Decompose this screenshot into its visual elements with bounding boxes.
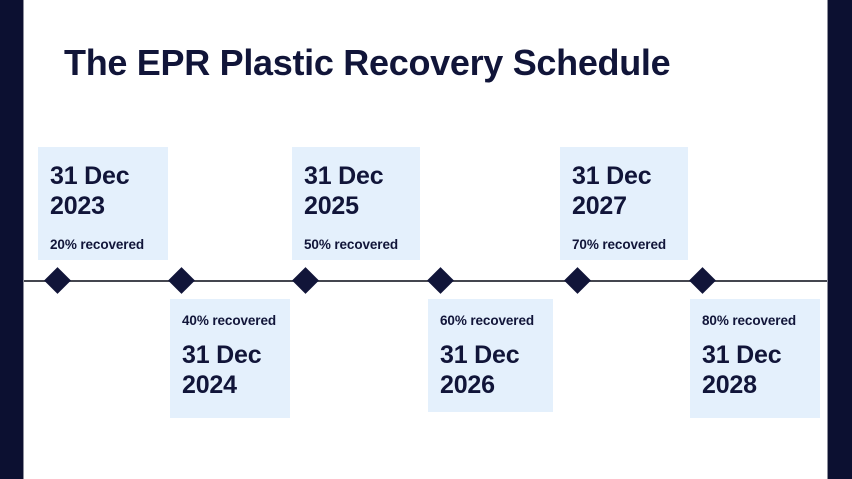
timeline-axis <box>24 280 827 282</box>
milestone-percent: 40% recovered <box>182 313 277 328</box>
timeline-marker-6 <box>689 267 716 294</box>
milestone-date: 31 Dec 2028 <box>702 341 782 399</box>
milestone-date: 31 Dec 2023 <box>50 162 130 220</box>
milestone-card-2025: 31 Dec 2025 50% recovered <box>292 147 420 260</box>
timeline-marker-3 <box>292 267 319 294</box>
milestone-percent: 70% recovered <box>572 237 667 252</box>
left-edge-band <box>0 0 23 479</box>
milestone-percent: 20% recovered <box>50 237 145 252</box>
milestone-date: 31 Dec 2026 <box>440 341 520 399</box>
milestone-card-2023: 31 Dec 2023 20% recovered <box>38 147 168 260</box>
right-edge-rule <box>827 0 828 479</box>
milestone-date: 31 Dec 2025 <box>304 162 384 220</box>
page-title: The EPR Plastic Recovery Schedule <box>64 42 671 83</box>
milestone-date: 31 Dec 2024 <box>182 341 262 399</box>
milestone-percent: 80% recovered <box>702 313 797 328</box>
milestone-card-2027: 31 Dec 2027 70% recovered <box>560 147 688 260</box>
milestone-percent: 60% recovered <box>440 313 535 328</box>
timeline-marker-4 <box>427 267 454 294</box>
right-edge-band <box>828 0 852 479</box>
left-edge-rule <box>23 0 24 479</box>
milestone-date: 31 Dec 2027 <box>572 162 652 220</box>
milestone-percent: 50% recovered <box>304 237 399 252</box>
milestone-card-2026: 60% recovered 31 Dec 2026 <box>428 299 553 412</box>
timeline-marker-1 <box>44 267 71 294</box>
milestone-card-2024: 40% recovered 31 Dec 2024 <box>170 299 290 418</box>
milestone-card-2028: 80% recovered 31 Dec 2028 <box>690 299 820 418</box>
timeline-marker-2 <box>168 267 195 294</box>
timeline-marker-5 <box>564 267 591 294</box>
